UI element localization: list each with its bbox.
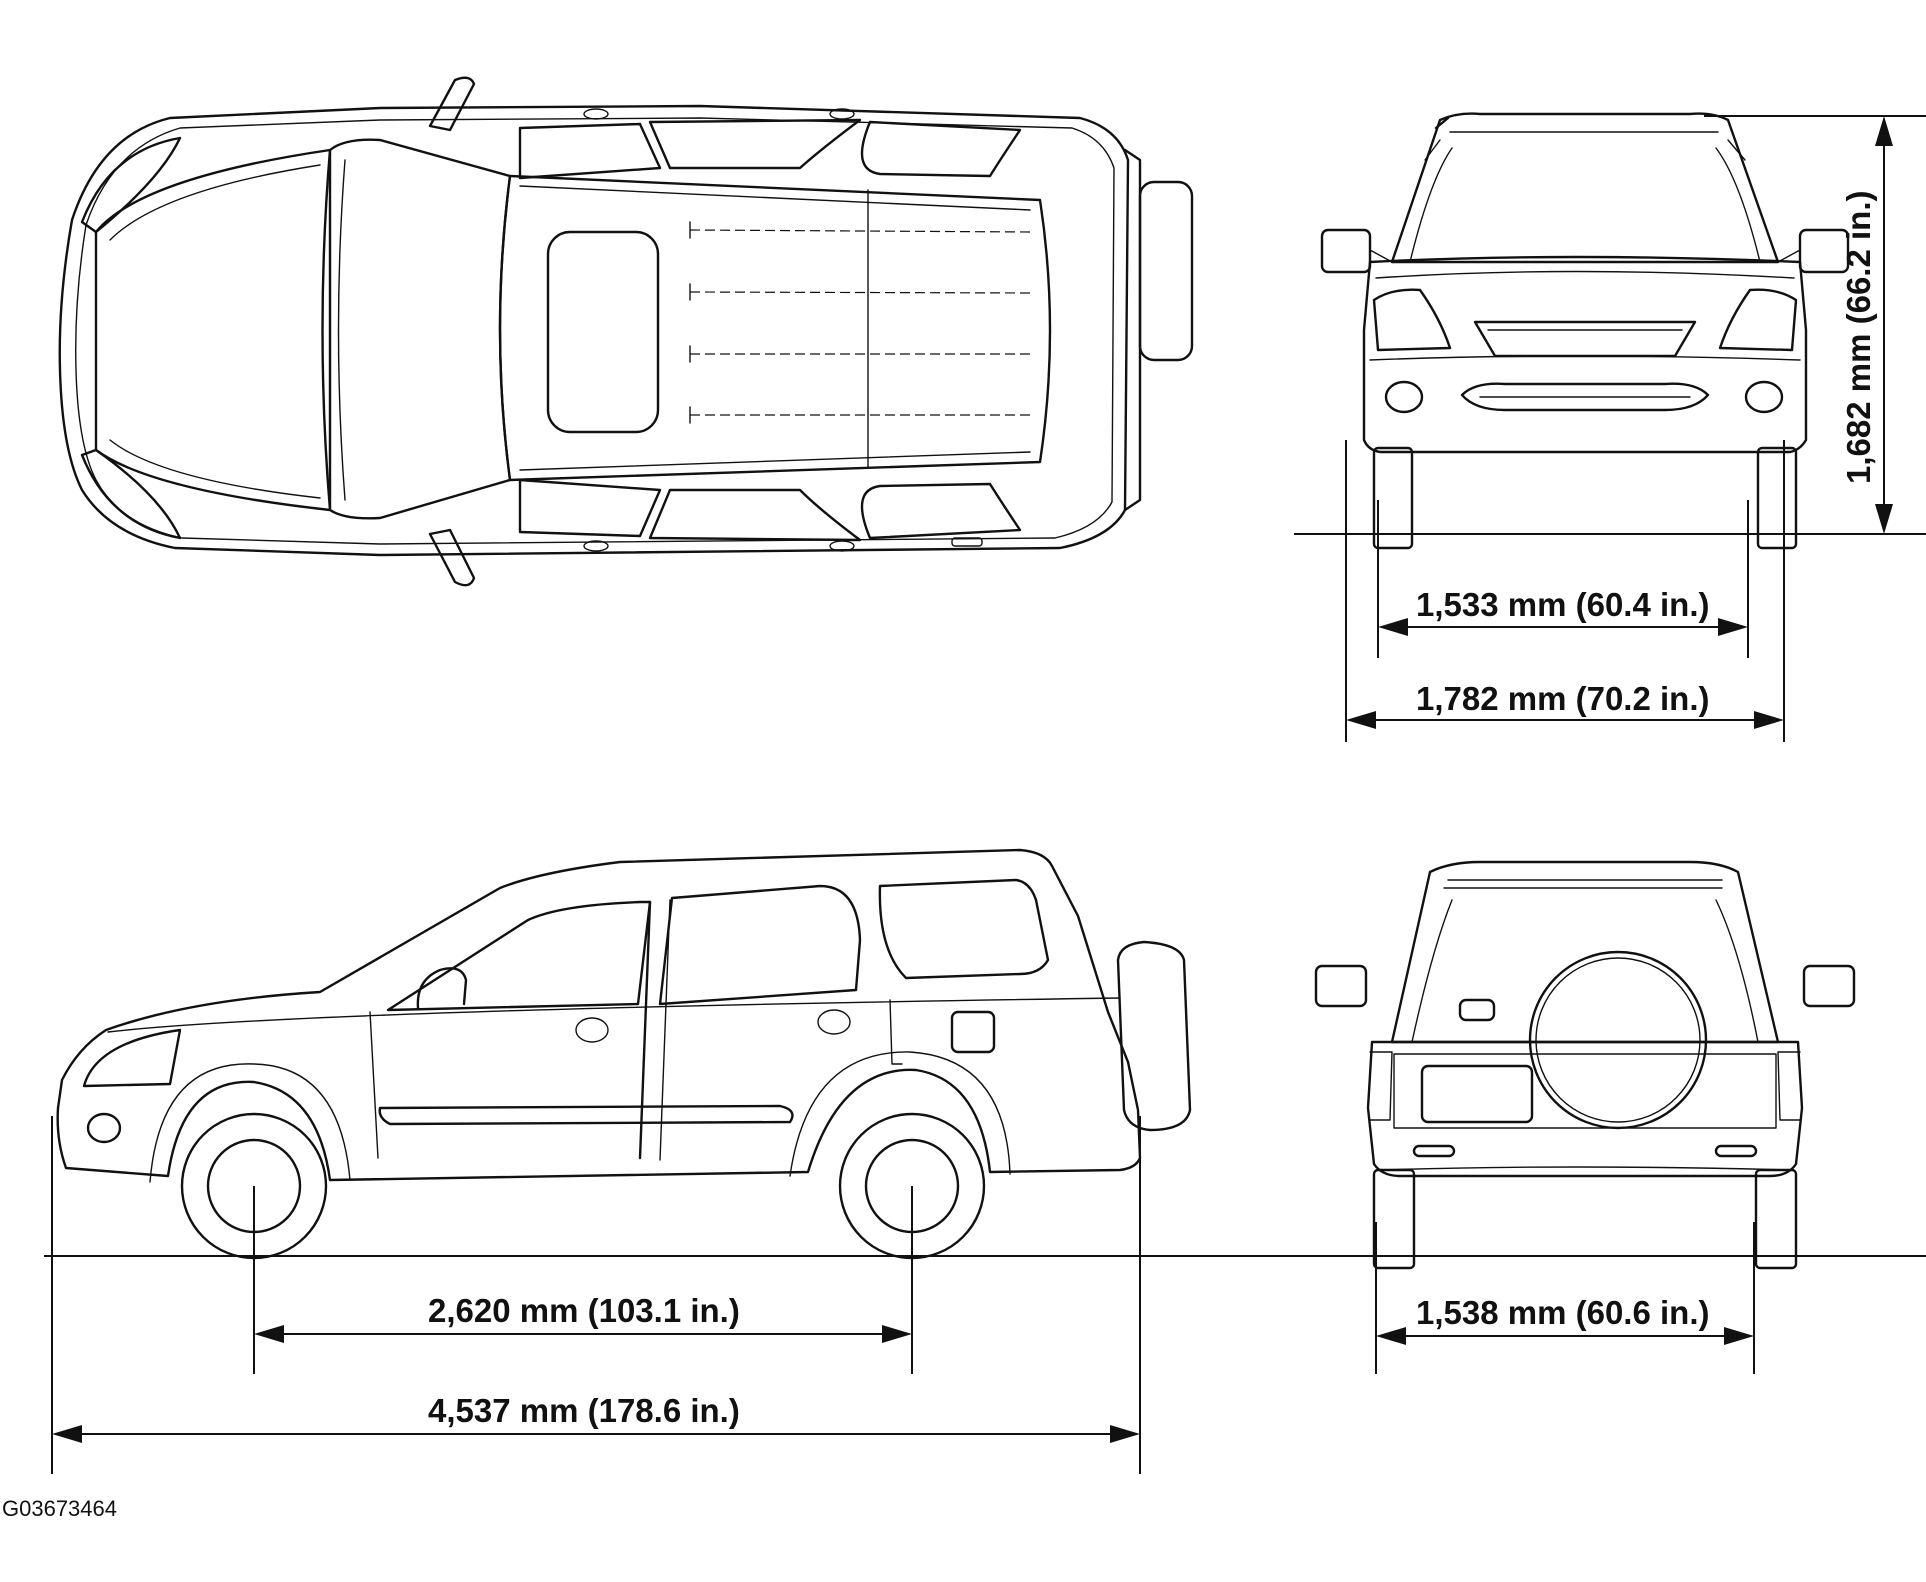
overall-height-label: 1,682 mm (66.2 in.)	[1840, 190, 1877, 484]
overall-width-label: 1,782 mm (70.2 in.)	[1416, 680, 1710, 717]
side-view	[44, 848, 1926, 1260]
figure-id: G03673464	[2, 1496, 117, 1521]
front-tread-dimension	[1377, 500, 1749, 658]
overall-length-label: 4,537 mm (178.6 in.)	[428, 1392, 740, 1429]
front-tread-label: 1,533 mm (60.4 in.)	[1416, 586, 1710, 623]
overall-height-dimension	[1704, 115, 1926, 534]
rear-tread-dimension	[1375, 1222, 1755, 1374]
rear-tread-label: 1,538 mm (60.6 in.)	[1416, 1294, 1710, 1331]
overall-width-dimension	[1345, 440, 1785, 742]
wheelbase-label: 2,620 mm (103.1 in.)	[428, 1292, 740, 1329]
top-view	[58, 76, 1194, 587]
rear-view	[1314, 860, 1856, 1270]
front-view	[1294, 112, 1926, 550]
wheelbase-dimension	[253, 1186, 913, 1374]
overall-length-dimension	[51, 1116, 1141, 1474]
